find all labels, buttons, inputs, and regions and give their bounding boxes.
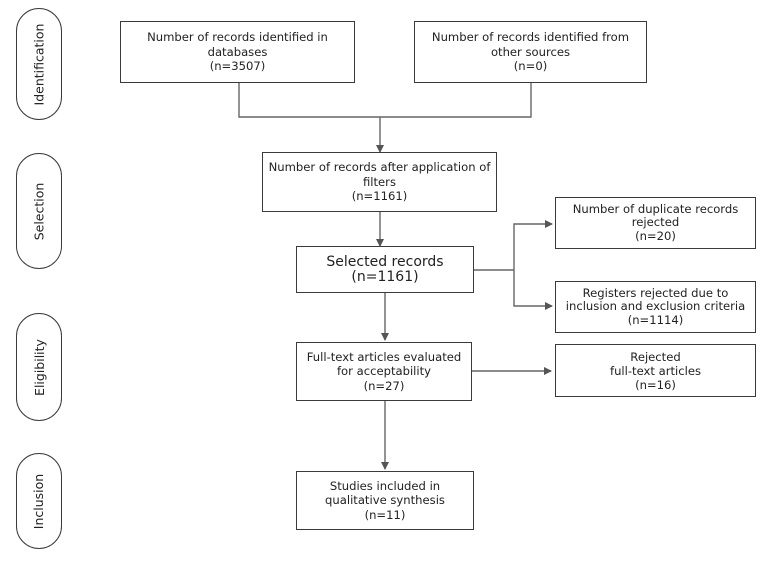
box-studies-included: Studies included in qualitative synthesi…	[296, 471, 474, 530]
box-duplicate-records: Number of duplicate records rejected (n=…	[555, 197, 756, 249]
box-registers-rejected-criteria: Registers rejected due to inclusion and …	[555, 281, 756, 333]
arrow-to-criteria	[513, 270, 553, 310]
arrow-to-duplicates	[513, 220, 553, 270]
phase-eligibility: Eligibility	[16, 313, 62, 421]
phase-selection: Selection	[16, 153, 62, 269]
box-selected-records: Selected records (n=1161)	[296, 246, 474, 293]
phase-identification: Identification	[16, 8, 62, 120]
box-rejected-fulltext: Rejected full-text articles (n=16)	[555, 344, 756, 397]
box-records-databases: Number of records identified in database…	[120, 21, 355, 83]
phase-inclusion: Inclusion	[16, 453, 62, 549]
connector-databases	[238, 83, 532, 118]
box-records-other-sources: Number of records identified from other …	[414, 21, 647, 83]
box-records-after-filters: Number of records after application of f…	[262, 152, 497, 212]
box-fulltext-evaluated: Full-text articles evaluated for accepta…	[296, 342, 472, 401]
